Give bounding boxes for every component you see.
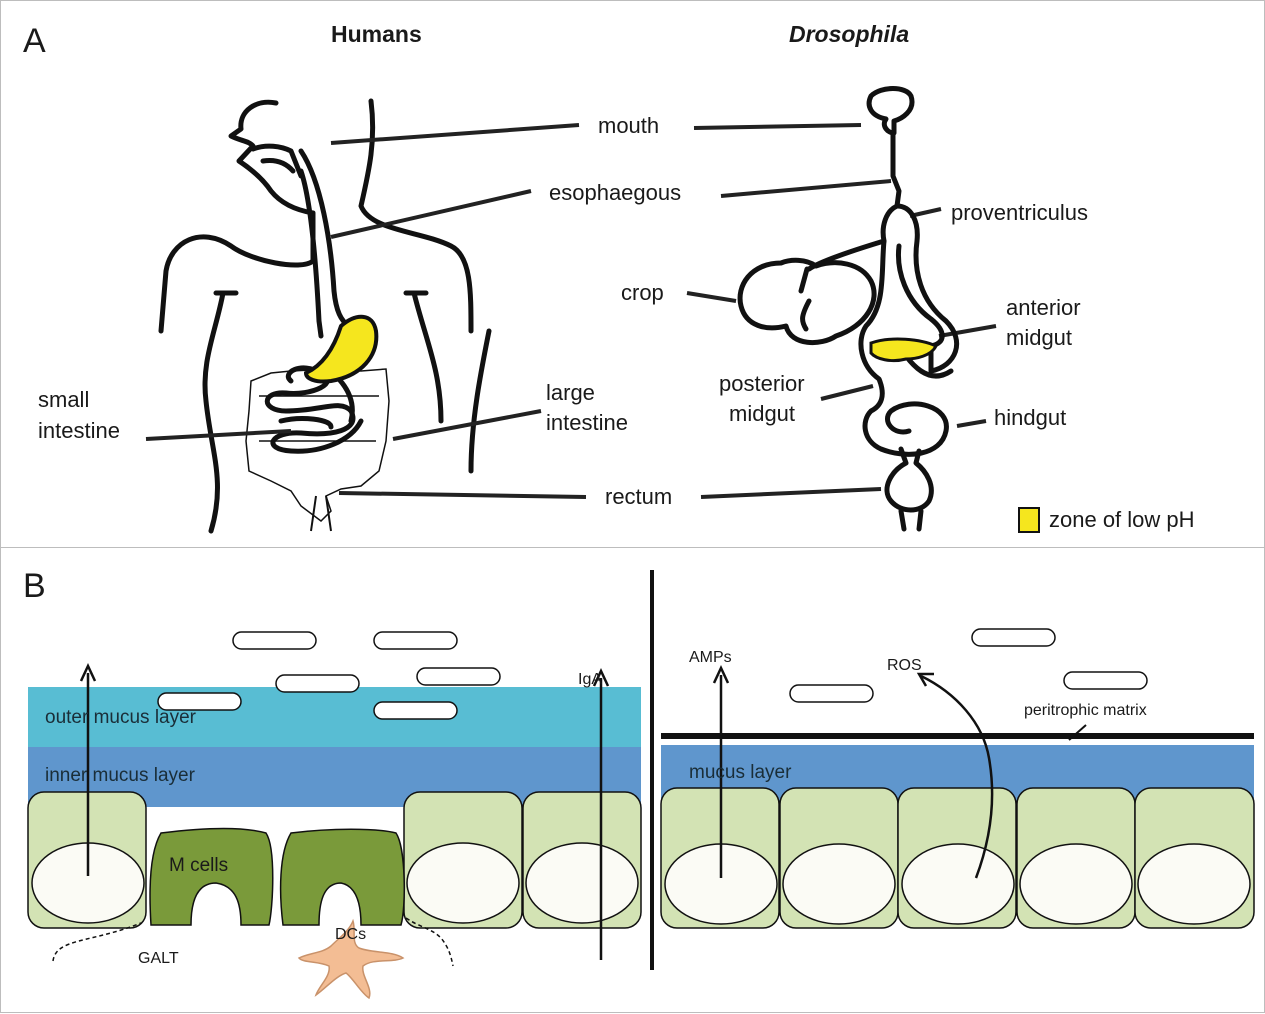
iga-label: IgA: [578, 667, 602, 693]
bacterium: [790, 685, 873, 702]
label-small-intestine-2: intestine: [38, 418, 120, 444]
m-cell: [281, 829, 405, 925]
label-posterior-midgut-1: posterior: [719, 371, 805, 397]
label-rectum: rectum: [605, 484, 672, 510]
human-stomach: [306, 317, 376, 382]
fly-crop: [740, 260, 874, 342]
fly-nucleus: [1020, 844, 1132, 924]
label-anterior-midgut-1: anterior: [1006, 295, 1081, 321]
inner-mucus-label: inner mucus layer: [45, 763, 195, 789]
drosophila-title: Drosophila: [789, 21, 909, 47]
human-head-outline: [161, 102, 313, 331]
label-small-intestine-1: small: [38, 387, 89, 413]
fly-mucus-label: mucus layer: [689, 760, 791, 786]
label-mouth: mouth: [598, 113, 659, 139]
nucleus: [407, 843, 519, 923]
fly-nucleus: [902, 844, 1014, 924]
m-cells-label: M cells: [169, 853, 228, 879]
fly-hindgut: [887, 449, 931, 529]
amps-label: AMPs: [689, 645, 732, 671]
fly-esophagus: [893, 133, 899, 206]
label-hindgut: hindgut: [994, 405, 1066, 431]
label-anterior-midgut-2: midgut: [1006, 325, 1072, 351]
fly-nucleus: [1138, 844, 1250, 924]
peritrophic-label: peritrophic matrix: [1024, 698, 1147, 724]
label-proventriculus: proventriculus: [951, 200, 1088, 226]
bacterium: [972, 629, 1055, 646]
bacterium: [233, 632, 316, 649]
panel-a-letter: A: [23, 23, 46, 59]
nucleus: [526, 843, 638, 923]
ros-label: ROS: [887, 653, 922, 679]
dcs-label: DCs: [335, 922, 366, 948]
bacterium: [1064, 672, 1147, 689]
label-posterior-midgut-2: midgut: [729, 401, 795, 427]
galt-label: GALT: [138, 946, 179, 972]
label-large-intestine-1: large: [546, 380, 595, 406]
panel-a: A Humans Drosophila mouth esophaegous pr…: [0, 0, 1265, 548]
legend-swatch: [1019, 508, 1039, 532]
humans-title: Humans: [331, 21, 422, 47]
bacterium: [417, 668, 500, 685]
bacterium: [374, 702, 457, 719]
fly-nucleus: [783, 844, 895, 924]
outer-mucus-label: outer mucus layer: [45, 705, 196, 731]
fly-low-ph-zone: [871, 339, 936, 361]
bacterium: [276, 675, 359, 692]
label-crop: crop: [621, 280, 664, 306]
anatomy-drawing: [1, 1, 1265, 549]
fly-mouth-part: [869, 89, 912, 134]
label-esophagus: esophaegous: [549, 180, 681, 206]
panel-b-letter: B: [23, 568, 46, 604]
panel-b: B outer mucus layer inner mucus layer M …: [0, 547, 1265, 1013]
label-large-intestine-2: intestine: [546, 410, 628, 436]
legend-label: zone of low pH: [1049, 507, 1195, 533]
bacterium: [374, 632, 457, 649]
